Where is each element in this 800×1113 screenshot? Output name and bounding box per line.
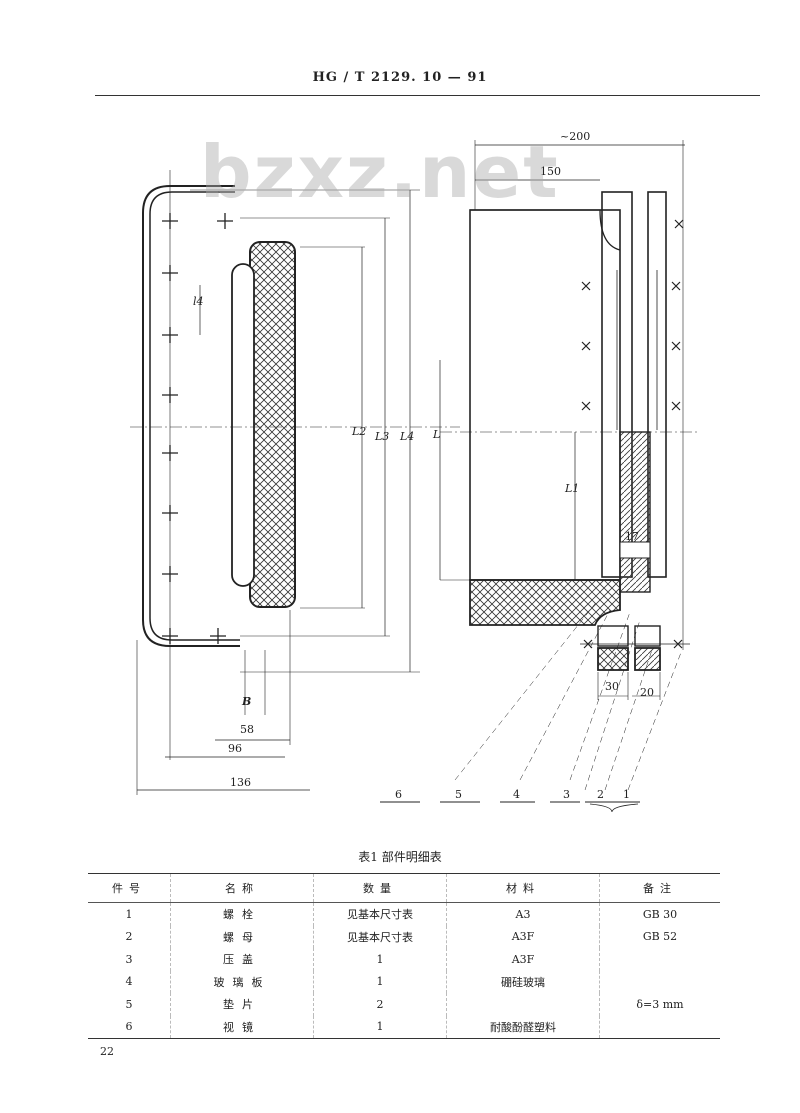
col-header-qty: 数量 bbox=[313, 873, 447, 903]
col-header-material: 材料 bbox=[446, 873, 600, 903]
front-view bbox=[130, 170, 460, 795]
col-header-no: 件号 bbox=[88, 873, 171, 903]
table-cell bbox=[599, 970, 720, 993]
table-cell: 1 bbox=[313, 948, 447, 971]
dim-L1: L1 bbox=[564, 482, 579, 495]
part-label-3: 3 bbox=[563, 788, 570, 801]
table-cell bbox=[446, 993, 600, 1016]
table-cell: 2 bbox=[125, 930, 133, 944]
table-cell: 垫片 bbox=[170, 993, 314, 1016]
table-cell: 1 bbox=[313, 970, 447, 993]
dim-L4: L4 bbox=[399, 430, 414, 443]
engineering-drawing: ~200 150 L L1 L2 L3 L4 l4 B 58 96 136 30… bbox=[130, 130, 700, 813]
dim-150: 150 bbox=[540, 165, 561, 178]
dim-approx-200: ~200 bbox=[560, 130, 590, 143]
table-header-row: 件号 名称 数量 材料 备注 bbox=[88, 873, 720, 903]
table-cell: 见基本尺寸表 bbox=[313, 902, 447, 926]
part-label-6: 6 bbox=[395, 788, 402, 801]
table-cell bbox=[599, 1015, 720, 1039]
header-rule bbox=[95, 95, 760, 96]
bolt-marks bbox=[162, 213, 233, 644]
table-cell: 耐酸酚醛塑料 bbox=[446, 1015, 600, 1039]
table-cell: 6 bbox=[88, 1015, 171, 1039]
table-cell: A3F bbox=[446, 925, 600, 948]
table-caption: 表1 部件明细表 bbox=[358, 850, 442, 864]
dim-l4: l4 bbox=[193, 295, 204, 308]
dim-17: 17 bbox=[625, 530, 639, 543]
document-header: HG / T 2129. 10 — 91 bbox=[312, 70, 488, 85]
table-cell: GB 52 bbox=[599, 925, 720, 948]
dim-96: 96 bbox=[228, 742, 242, 755]
table-cell: δ=3 mm bbox=[599, 993, 720, 1016]
table-cell: 螺栓 bbox=[170, 902, 314, 926]
table-cell: 3 bbox=[125, 952, 133, 966]
part-label-4: 4 bbox=[513, 788, 520, 801]
part-label-5: 5 bbox=[455, 788, 462, 801]
table-cell: 硼硅玻璃 bbox=[446, 970, 600, 993]
page-number: 22 bbox=[100, 1045, 114, 1058]
dim-B: B bbox=[241, 695, 251, 708]
dim-20: 20 bbox=[640, 686, 654, 699]
col-header-name: 名称 bbox=[170, 873, 314, 903]
table-cell: GB 30 bbox=[599, 902, 720, 926]
table-cell: 4 bbox=[125, 975, 133, 989]
col-header-remark: 备注 bbox=[599, 873, 720, 903]
dim-L: L bbox=[432, 428, 440, 441]
part-label-1: 1 bbox=[623, 788, 630, 801]
table-cell bbox=[599, 948, 720, 971]
table-cell: 1 bbox=[125, 907, 133, 921]
table-cell: 1 bbox=[313, 1015, 447, 1039]
table-cell: 见基本尺寸表 bbox=[313, 925, 447, 948]
table-cell: A3 bbox=[446, 902, 600, 926]
watermark: bzxz.net bbox=[200, 130, 560, 214]
table-cell: A3F bbox=[446, 948, 600, 971]
table-cell: 螺母 bbox=[170, 925, 314, 948]
dim-L2: L2 bbox=[351, 425, 366, 438]
section-bolt-marks bbox=[581, 219, 684, 649]
table-cell: 视镜 bbox=[170, 1015, 314, 1039]
table-cell: 2 bbox=[313, 993, 447, 1016]
dim-L3: L3 bbox=[374, 430, 389, 443]
section-view bbox=[380, 140, 700, 813]
table-cell: 压盖 bbox=[170, 948, 314, 971]
dim-30: 30 bbox=[605, 680, 619, 693]
part-label-2: 2 bbox=[597, 788, 604, 801]
dim-58: 58 bbox=[240, 723, 254, 736]
table-cell: 玻璃板 bbox=[170, 970, 314, 993]
dim-136: 136 bbox=[230, 776, 251, 789]
table-cell: 5 bbox=[125, 997, 133, 1011]
